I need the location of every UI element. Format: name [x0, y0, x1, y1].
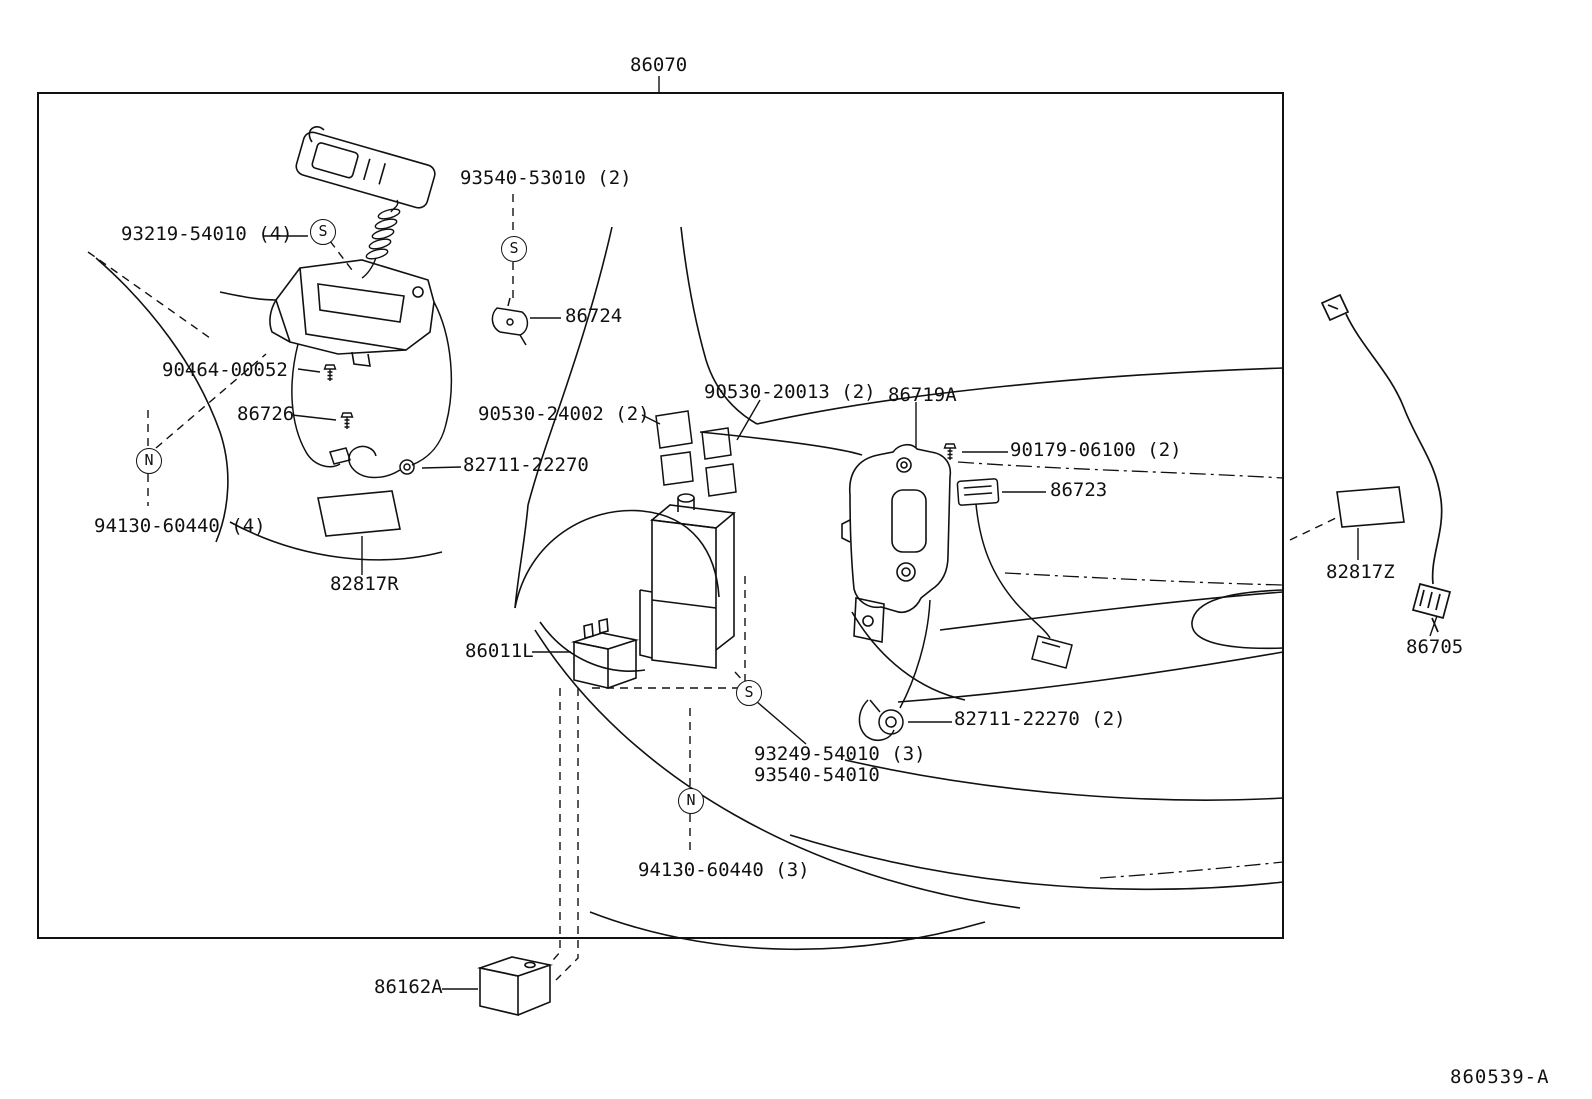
part-label-86070: 86070	[630, 54, 688, 76]
part-label-90530-24002: 90530-24002 (2)	[478, 403, 650, 425]
transceiver-unit	[639, 493, 736, 669]
relay-unit	[570, 617, 640, 690]
phone-handset	[295, 126, 436, 209]
car-body-outline	[95, 226, 1284, 951]
center-lines	[957, 461, 1284, 879]
part-label-90179-06100: 90179-06100 (2)	[1010, 439, 1182, 461]
antenna-feeder-cable	[291, 301, 453, 479]
fastener-symbol-S-3: S	[736, 680, 762, 706]
part-label-93219-54010: 93219-54010 (4)	[121, 223, 293, 245]
part-label-93540-53010: 93540-53010 (2)	[460, 167, 632, 189]
part-label-86726: 86726	[237, 403, 295, 425]
console-bracket	[269, 259, 435, 367]
part-label-82817Z: 82817Z	[1326, 561, 1395, 583]
bracket-plate	[841, 443, 952, 643]
part-label-82817R: 82817R	[330, 573, 399, 595]
rear-grommet	[858, 599, 931, 742]
part-label-82711-22270: 82711-22270	[463, 454, 589, 476]
part-label-90530-20013: 90530-20013 (2)	[704, 381, 876, 403]
part-label-93540-54010: 93540-54010	[754, 764, 880, 786]
glass-antenna-cable	[1320, 293, 1452, 633]
cable-clamp	[491, 297, 529, 346]
diagram-frame	[37, 92, 1284, 939]
connector-harness	[956, 478, 1073, 669]
part-label-86705: 86705	[1406, 636, 1464, 658]
fastener-symbol-N-1: N	[136, 448, 162, 474]
fastener-symbol-S-2: S	[501, 236, 527, 262]
part-label-86719A: 86719A	[888, 384, 957, 406]
handset-coiled-cord	[361, 199, 401, 279]
leader-lines	[264, 76, 1438, 990]
part-label-94130-60440-4: 94130-60440 (4)	[94, 515, 266, 537]
mounting-pads	[655, 410, 737, 497]
part-label-86011L: 86011L	[465, 640, 534, 662]
part-label-82711-22270-2: 82711-22270 (2)	[954, 708, 1126, 730]
part-label-86162A: 86162A	[374, 976, 443, 998]
pad-82817R	[317, 490, 401, 537]
part-label-93249-54010: 93249-54010 (3)	[754, 743, 926, 765]
part-label-86724: 86724	[565, 305, 623, 327]
amplifier-unit	[476, 956, 554, 1017]
pad-82817Z	[1336, 486, 1405, 528]
fastener-symbol-N-2: N	[678, 788, 704, 814]
dashed-reference-lines	[87, 194, 1337, 981]
part-label-90464-00052: 90464-00052	[162, 359, 288, 381]
part-label-94130-60440-3: 94130-60440 (3)	[638, 859, 810, 881]
part-label-86723: 86723	[1050, 479, 1108, 501]
drawing-number: 860539-A	[1450, 1066, 1550, 1088]
fastener-symbol-S-1: S	[310, 219, 336, 245]
